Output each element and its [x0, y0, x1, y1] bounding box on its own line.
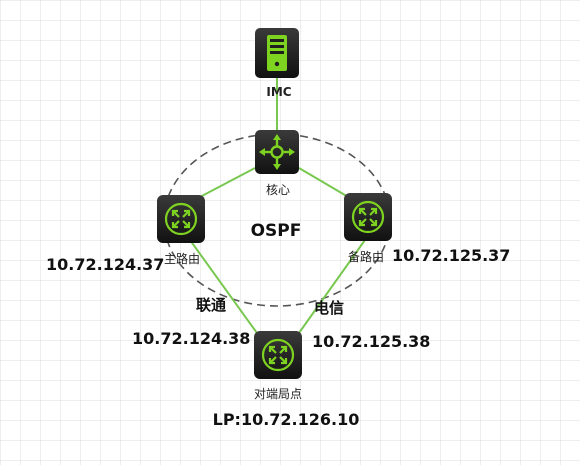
link-unicom — [189, 239, 263, 341]
router-icon — [164, 202, 198, 236]
telecom-label: 电信 — [314, 299, 344, 317]
ospf-label: OSPF — [251, 221, 302, 241]
telecom-ip: 10.72.125.38 — [312, 332, 430, 351]
backup-router-label: 备路由 — [348, 249, 384, 264]
remote-site-node[interactable] — [254, 331, 302, 379]
link-core-main — [197, 167, 256, 199]
server-icon — [267, 35, 287, 71]
imc-node[interactable] — [255, 28, 299, 78]
core-label: 核心 — [266, 183, 290, 197]
links — [189, 78, 366, 341]
imc-label: IMC — [266, 85, 291, 99]
main-router-ip: 10.72.124.37 — [46, 255, 164, 274]
link-core-backup — [298, 167, 351, 199]
main-router-label: 主路由 — [164, 251, 200, 266]
core-node[interactable] — [255, 130, 299, 174]
router-icon — [261, 338, 295, 372]
main-router-node[interactable] — [157, 195, 205, 243]
remote-site-label: 对端局点 — [254, 387, 302, 401]
unicom-ip: 10.72.124.38 — [132, 329, 250, 348]
unicom-label: 联通 — [196, 296, 226, 314]
link-telecom — [293, 239, 366, 341]
backup-router-node[interactable] — [344, 193, 392, 241]
router-icon — [351, 200, 385, 234]
backup-router-ip: 10.72.125.37 — [392, 246, 510, 265]
core-switch-icon — [259, 134, 295, 170]
loopback-ip: LP:10.72.126.10 — [213, 410, 360, 429]
